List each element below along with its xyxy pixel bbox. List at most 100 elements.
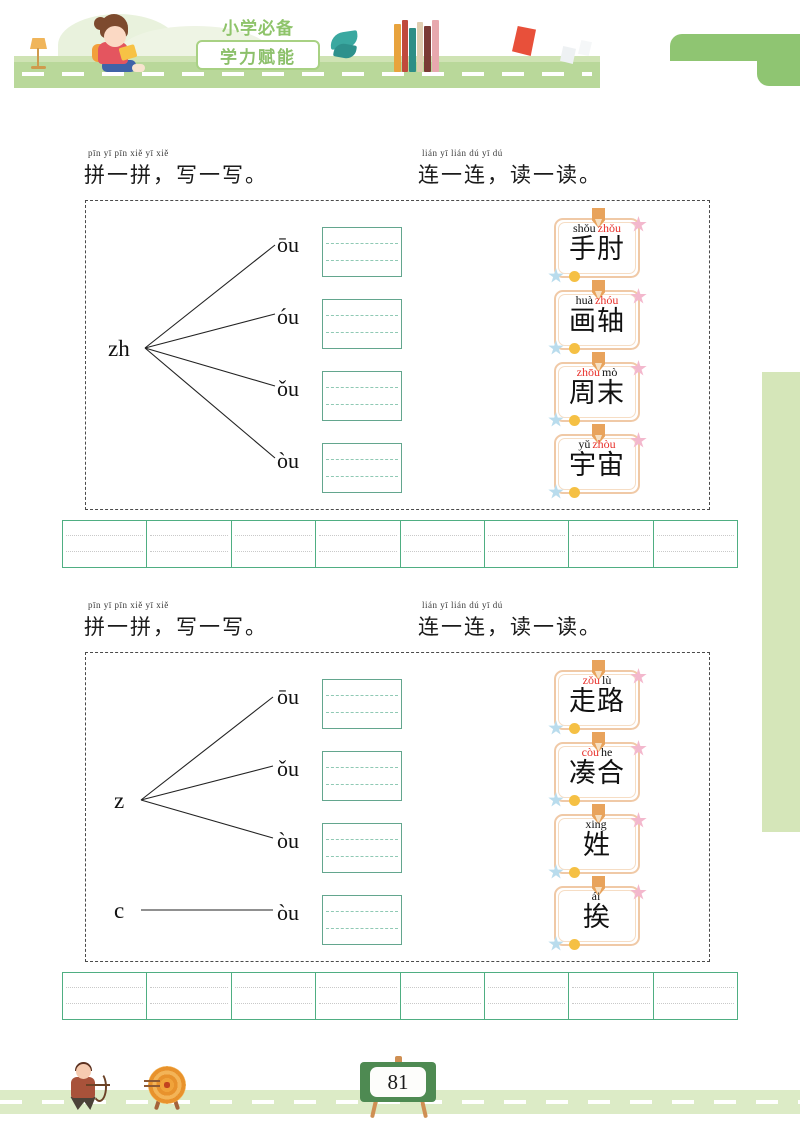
easel-chalkboard: 81 bbox=[360, 1056, 440, 1119]
card-word: 画轴 bbox=[569, 306, 625, 337]
white-page-icon-1 bbox=[560, 46, 576, 64]
card-pinyin-2: lù bbox=[601, 673, 612, 687]
brand-title-box: 学力赋能 bbox=[196, 40, 320, 70]
stacked-books-icon bbox=[394, 20, 444, 72]
card-pinyin-2: he bbox=[601, 745, 613, 759]
pencil-icon bbox=[592, 876, 605, 896]
tree-connector-lines-2 bbox=[140, 696, 274, 911]
card-word: 凑合 bbox=[569, 758, 625, 789]
writing-box-1[interactable] bbox=[322, 227, 402, 277]
dot-icon-yellow bbox=[569, 795, 580, 806]
card-pinyin-2: zhóu bbox=[595, 293, 619, 307]
practice-cell[interactable] bbox=[232, 521, 317, 567]
heading-pinyin: pīn yī pīn xiě yī xiě bbox=[88, 148, 169, 158]
pencil-icon bbox=[592, 424, 605, 444]
card-word: 手肘 bbox=[569, 234, 625, 265]
practice-cell[interactable] bbox=[485, 521, 570, 567]
pencil-icon bbox=[592, 660, 605, 680]
pencil-icon bbox=[592, 208, 605, 228]
card-pinyin-1: yǔ bbox=[578, 437, 591, 451]
practice-cell[interactable] bbox=[569, 521, 654, 567]
card-pinyin-1: còu bbox=[581, 745, 599, 759]
practice-cell[interactable] bbox=[401, 973, 485, 1019]
practice-cell[interactable] bbox=[316, 521, 401, 567]
desk-lamp-icon bbox=[28, 38, 50, 70]
card-pinyin-1: zhōu bbox=[576, 365, 600, 379]
practice-cell[interactable] bbox=[654, 521, 737, 567]
dot-icon-yellow bbox=[569, 487, 580, 498]
card-word: 姓 bbox=[583, 830, 611, 861]
footer-road-dashes bbox=[0, 1100, 800, 1104]
writing-box-2[interactable] bbox=[322, 751, 402, 801]
page-footer: 81 bbox=[0, 1040, 800, 1132]
card-pinyin-1: shǒu bbox=[573, 221, 596, 235]
card-pinyin-2: zhǒu bbox=[597, 221, 621, 235]
dot-icon-yellow bbox=[569, 271, 580, 282]
writing-box-1[interactable] bbox=[322, 679, 402, 729]
card-pinyin-2: mò bbox=[601, 365, 618, 379]
side-tab-decoration bbox=[762, 372, 800, 832]
practice-cell[interactable] bbox=[63, 973, 148, 1019]
writing-box-4[interactable] bbox=[322, 443, 402, 493]
practice-strip-2[interactable] bbox=[62, 972, 738, 1020]
practice-cell[interactable] bbox=[401, 521, 485, 567]
dot-icon-yellow bbox=[569, 939, 580, 950]
heading-write-1: pīn yī pīn xiě yī xiě 拼一拼，写一写。 bbox=[84, 148, 268, 189]
tree-connector-lines-1 bbox=[144, 244, 276, 459]
heading-chinese: 拼一拼，写一写。 bbox=[84, 163, 268, 187]
tree-initial-zh: zh bbox=[108, 336, 130, 361]
practice-cell[interactable] bbox=[316, 973, 401, 1019]
practice-cell[interactable] bbox=[569, 973, 654, 1019]
reading-girl-icon bbox=[88, 14, 148, 76]
practice-cell[interactable] bbox=[485, 973, 570, 1019]
card-pinyin-1: xing bbox=[585, 817, 607, 831]
heading-match-1: lián yī lián dú yī dú 连一连，读一读。 bbox=[418, 148, 602, 189]
card-pinyin-2: zhòu bbox=[592, 437, 616, 451]
pencil-icon bbox=[592, 732, 605, 752]
card-pinyin-1: ái bbox=[591, 889, 601, 903]
practice-strip-1[interactable] bbox=[62, 520, 738, 568]
writing-box-3[interactable] bbox=[322, 371, 402, 421]
word-card-3[interactable]: xing 姓 bbox=[548, 804, 647, 879]
brand-title-top: 小学必备 bbox=[222, 19, 294, 39]
tree-final-3: òu bbox=[277, 828, 299, 853]
tree-final-4: òu bbox=[277, 448, 299, 473]
writing-box-2[interactable] bbox=[322, 299, 402, 349]
heading-write-2: pīn yī pīn xiě yī xiě 拼一拼，写一写。 bbox=[84, 600, 268, 641]
practice-cell[interactable] bbox=[147, 973, 232, 1019]
word-card-4[interactable]: ái 挨 bbox=[548, 876, 647, 951]
tree-final-4: òu bbox=[277, 900, 299, 925]
heading-chinese: 连一连，读一读。 bbox=[418, 615, 602, 639]
tree-final-3: ǒu bbox=[277, 376, 299, 401]
tree-final-2: ǒu bbox=[277, 756, 299, 781]
archer-icon bbox=[64, 1062, 110, 1110]
archery-target-icon bbox=[144, 1066, 190, 1111]
heading-pinyin: lián yī lián dú yī dú bbox=[422, 148, 503, 158]
practice-cell[interactable] bbox=[147, 521, 232, 567]
dot-icon-yellow bbox=[569, 343, 580, 354]
pencil-icon bbox=[592, 804, 605, 824]
white-page-icon-2 bbox=[578, 40, 592, 56]
heading-pinyin: lián yī lián dú yī dú bbox=[422, 600, 503, 610]
card-word: 挨 bbox=[583, 902, 611, 933]
card-word: 走路 bbox=[569, 686, 625, 717]
practice-cell[interactable] bbox=[232, 973, 317, 1019]
dot-icon-yellow bbox=[569, 723, 580, 734]
card-word: 宇宙 bbox=[569, 450, 625, 481]
page-number: 81 bbox=[370, 1067, 426, 1097]
heading-pinyin: pīn yī pīn xiě yī xiě bbox=[88, 600, 169, 610]
writing-box-3[interactable] bbox=[322, 823, 402, 873]
dot-icon-yellow bbox=[569, 867, 580, 878]
writing-box-4[interactable] bbox=[322, 895, 402, 945]
heading-chinese: 拼一拼，写一写。 bbox=[84, 615, 268, 639]
practice-cell[interactable] bbox=[63, 521, 148, 567]
practice-cell[interactable] bbox=[654, 973, 737, 1019]
tree-initial-c: c bbox=[114, 898, 125, 923]
heading-chinese: 连一连，读一读。 bbox=[418, 163, 602, 187]
